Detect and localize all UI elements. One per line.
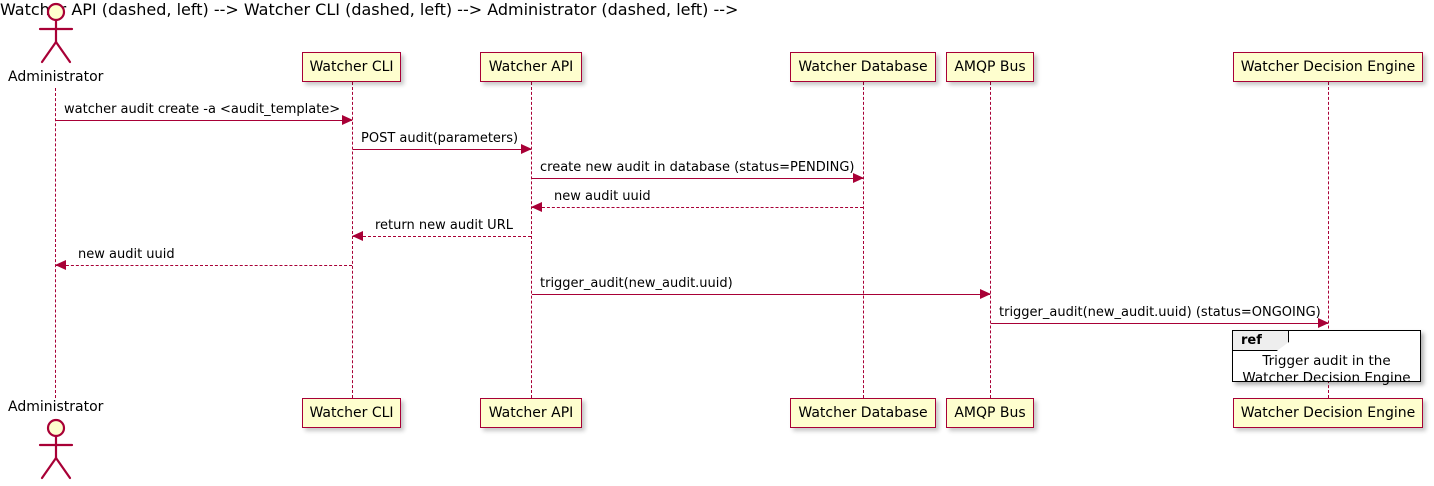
message-label: watcher audit create -a <audit_template> bbox=[64, 102, 341, 117]
message-line bbox=[353, 236, 531, 237]
ref-fragment-tag: ref bbox=[1241, 333, 1262, 348]
participant-watcher-database-bottom[interactable]: Watcher Database bbox=[790, 398, 936, 428]
participant-label: Watcher API bbox=[488, 405, 574, 421]
arrowhead-right-icon bbox=[521, 144, 532, 154]
message-label: POST audit(parameters) bbox=[361, 131, 519, 146]
arrowhead-left-icon bbox=[352, 231, 363, 241]
actor-icon bbox=[38, 418, 74, 480]
lifeline-watcher-api bbox=[531, 82, 532, 398]
lifeline-administrator bbox=[55, 88, 56, 398]
message-label: return new audit URL bbox=[375, 218, 513, 233]
message-line bbox=[532, 207, 863, 208]
participant-label: Watcher Decision Engine bbox=[1240, 59, 1416, 75]
participant-watcher-database-top[interactable]: Watcher Database bbox=[790, 52, 936, 82]
lifeline-watcher-decision-engine bbox=[1328, 82, 1329, 398]
participant-label: Watcher Database bbox=[798, 59, 928, 75]
participant-label: Watcher API bbox=[488, 59, 574, 75]
arrowhead-right-icon bbox=[342, 115, 353, 125]
message-line bbox=[991, 323, 1328, 324]
arrowhead-left-icon bbox=[531, 202, 542, 212]
lifeline-watcher-database bbox=[863, 82, 864, 398]
participant-watcher-decision-engine-top[interactable]: Watcher Decision Engine bbox=[1233, 52, 1423, 82]
participant-watcher-decision-engine-bottom[interactable]: Watcher Decision Engine bbox=[1233, 398, 1423, 428]
participant-watcher-cli-top[interactable]: Watcher CLI bbox=[302, 52, 401, 82]
participant-label: Watcher Database bbox=[798, 405, 928, 421]
arrowhead-right-icon bbox=[1318, 318, 1329, 328]
actor-icon bbox=[38, 2, 74, 64]
message-line bbox=[532, 178, 863, 179]
message-line bbox=[56, 265, 352, 266]
participant-label: AMQP Bus bbox=[954, 59, 1026, 75]
arrowhead-right-icon bbox=[980, 289, 991, 299]
message-label: trigger_audit(new_audit.uuid) (status=ON… bbox=[999, 305, 1321, 320]
message-label: create new audit in database (status=PEN… bbox=[540, 160, 855, 175]
message-line bbox=[56, 120, 352, 121]
ref-fragment-line-1: Trigger audit in the bbox=[1262, 353, 1391, 369]
ref-fragment: ref Trigger audit in the Watcher Decisio… bbox=[1232, 330, 1421, 386]
message-label: trigger_audit(new_audit.uuid) bbox=[540, 276, 733, 291]
ref-fragment-body: Trigger audit in the Watcher Decision En… bbox=[1233, 351, 1420, 387]
participant-label: Watcher CLI bbox=[309, 405, 394, 421]
message-line bbox=[353, 149, 531, 150]
arrowhead-right-icon bbox=[853, 173, 864, 183]
message-label: new audit uuid bbox=[78, 247, 175, 262]
actor-administrator-top bbox=[30, 2, 82, 64]
actor-label-bottom: Administrator bbox=[8, 399, 104, 415]
participant-label: Watcher Decision Engine bbox=[1240, 405, 1416, 421]
participant-label: Watcher CLI bbox=[309, 59, 394, 75]
actor-label-top: Administrator bbox=[8, 69, 104, 85]
participant-watcher-api-bottom[interactable]: Watcher API bbox=[480, 398, 582, 428]
message-label: new audit uuid bbox=[554, 189, 651, 204]
participant-amqp-bus-bottom[interactable]: AMQP Bus bbox=[946, 398, 1034, 428]
lifeline-amqp-bus bbox=[990, 82, 991, 398]
arrowhead-left-icon bbox=[55, 260, 66, 270]
ref-fragment-line-2: Watcher Decision Engine bbox=[1242, 369, 1411, 386]
participant-label: AMQP Bus bbox=[954, 405, 1026, 421]
message-line bbox=[532, 294, 990, 295]
actor-administrator-bottom bbox=[30, 418, 82, 480]
participant-watcher-api-top[interactable]: Watcher API bbox=[480, 52, 582, 82]
participant-watcher-cli-bottom[interactable]: Watcher CLI bbox=[302, 398, 401, 428]
ref-fragment-tab: ref bbox=[1233, 331, 1289, 351]
participant-amqp-bus-top[interactable]: AMQP Bus bbox=[946, 52, 1034, 82]
